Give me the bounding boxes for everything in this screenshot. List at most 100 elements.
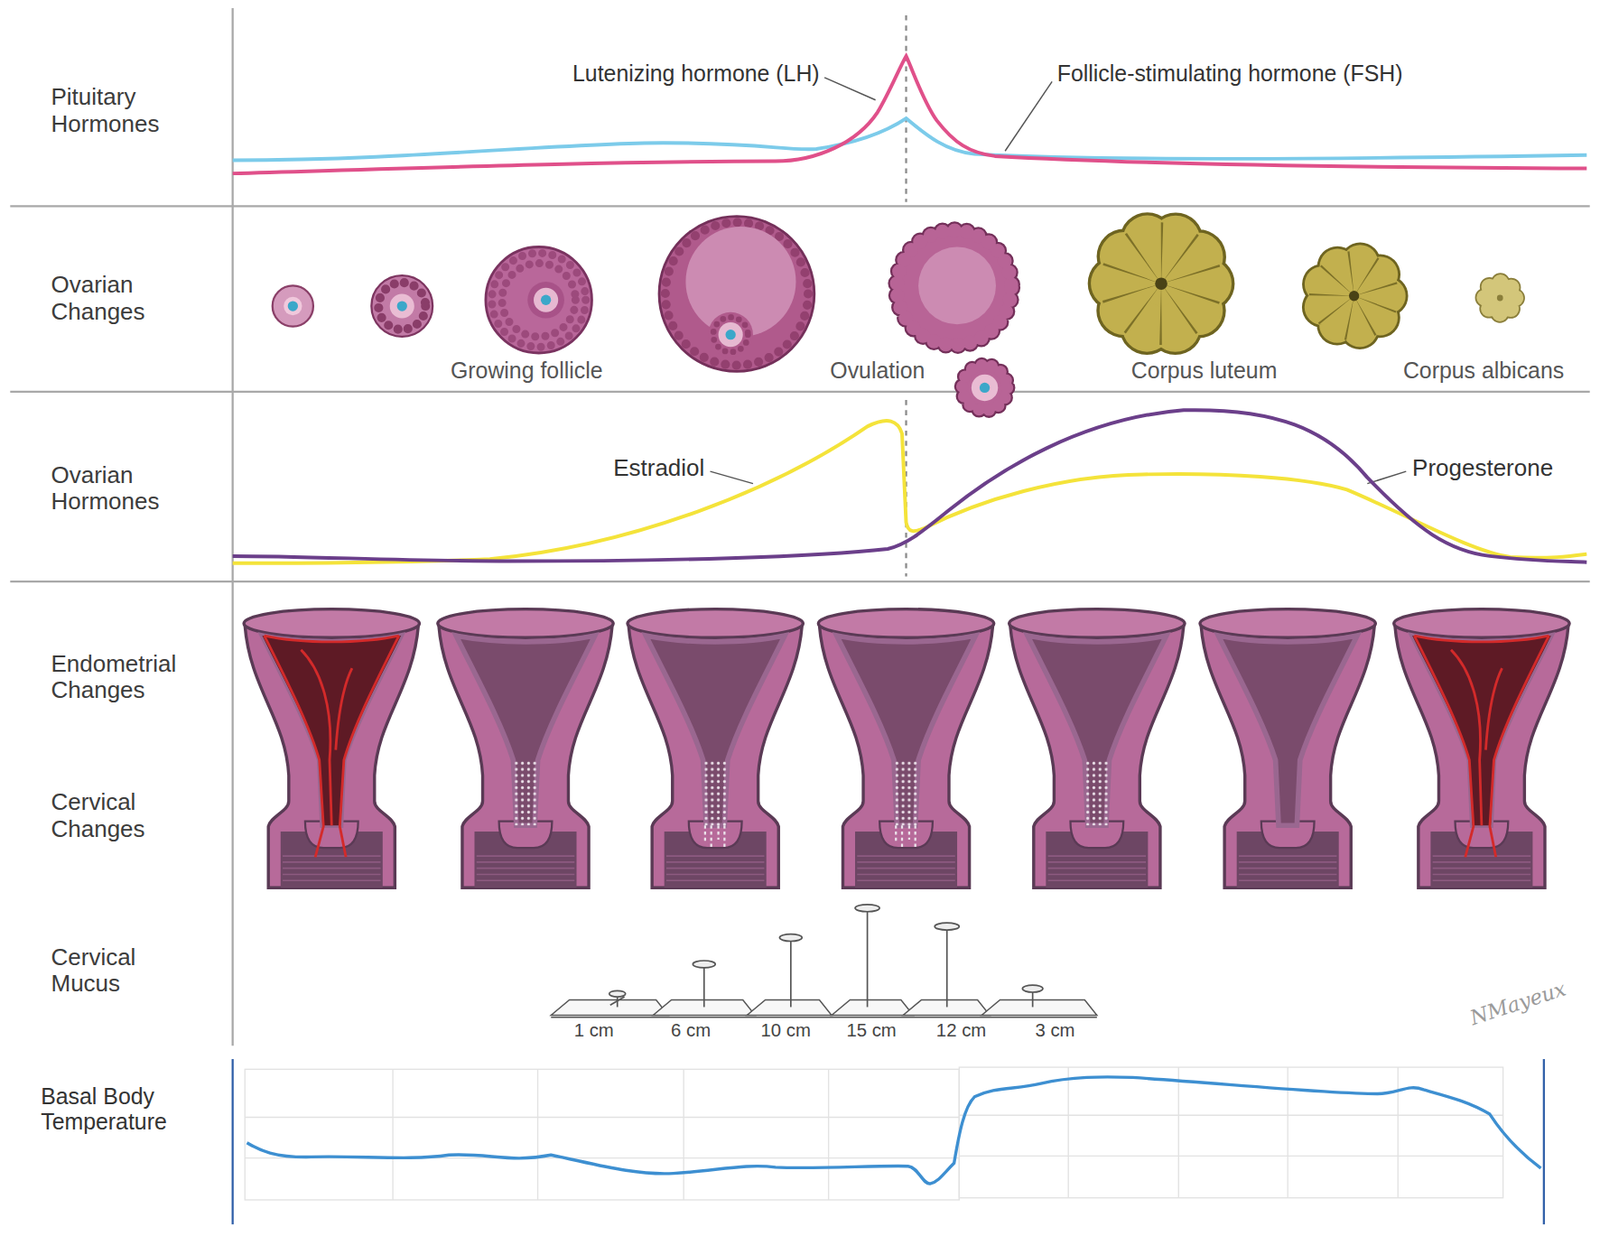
follicle [283, 297, 302, 316]
bbt-grid [537, 1069, 539, 1200]
length-label: 10 cm [760, 1020, 810, 1042]
uterus-section [1394, 609, 1570, 889]
fsh-curve [232, 118, 1588, 160]
mucus-strand [934, 922, 959, 931]
follicle [533, 288, 559, 313]
corpus-luteum [1154, 277, 1168, 290]
mucus-strand [855, 904, 880, 912]
corpus-luteum [1320, 261, 1388, 330]
section-divider [9, 204, 1590, 207]
follicle [502, 263, 576, 337]
leader-line [1004, 81, 1052, 151]
released-oocyte [962, 365, 1008, 411]
row-label: Endometrial Changes [51, 650, 195, 705]
ruptured-follicle [896, 230, 1012, 345]
stage-label: Corpus luteum [1131, 358, 1278, 385]
follicle [371, 275, 433, 337]
corpus-luteum [1115, 237, 1208, 330]
uterus-section [627, 609, 803, 889]
follicle [390, 293, 415, 318]
released-oocyte [962, 365, 1008, 411]
curve-label: Follicle-stimulating hormone (FSH) [1057, 61, 1404, 88]
progesterone-curve [232, 409, 1588, 563]
released-oocyte [962, 365, 1008, 411]
mucus-strand [946, 927, 949, 1007]
follicle [288, 300, 298, 311]
bbt-grid [827, 1069, 829, 1200]
uterus-section [627, 609, 803, 889]
uterus-section [704, 760, 727, 826]
corpus-luteum [1115, 237, 1208, 330]
curve-label: Estradiol [613, 454, 705, 482]
stage-label: Ovulation [829, 358, 925, 385]
row-label: Basal Body Temperature [40, 1083, 184, 1135]
released-oocyte [971, 374, 998, 401]
follicle [659, 216, 815, 373]
row-label: Ovarian Changes [51, 271, 195, 326]
uterus-section [1412, 635, 1552, 857]
bbt-grid [958, 1067, 1503, 1199]
follicle [492, 252, 587, 347]
uterus-section [895, 825, 915, 850]
follicle [397, 300, 408, 311]
corpus-luteum [1331, 273, 1377, 319]
mucus-strand [692, 960, 716, 968]
uterus-section [243, 609, 1570, 889]
uterus-section [894, 760, 918, 826]
corpus-albicans [1484, 282, 1516, 314]
follicle [485, 246, 593, 354]
row-label: Ovarian Hormones [51, 461, 195, 516]
follicle [713, 316, 748, 352]
leader-line [710, 471, 754, 484]
corpus-albicans [1484, 282, 1516, 314]
mucus-strand [866, 909, 869, 1007]
corpus-luteum [1115, 237, 1208, 330]
corpus-luteum [1348, 290, 1359, 301]
row-label: Pituitary Hormones [51, 83, 195, 139]
uterus-section [705, 825, 725, 850]
leader-line [824, 77, 876, 101]
follicle [272, 285, 314, 326]
mucus-slide [550, 999, 669, 1015]
section-divider [9, 390, 1590, 393]
follicle [659, 216, 815, 373]
stage-label: Growing follicle [450, 358, 604, 385]
signature: NMayeux [1466, 976, 1569, 1031]
follicle [665, 222, 809, 365]
uterus-section [1009, 609, 1185, 889]
uterus-section [818, 609, 994, 889]
mucus-strand [610, 996, 625, 1005]
row-label: Cervical Mucus [51, 943, 195, 998]
follicle [371, 275, 433, 337]
mucus-strand [1022, 985, 1043, 993]
bbt-axis [232, 1059, 234, 1225]
section-divider [9, 580, 1590, 583]
bbt-grid [1287, 1067, 1289, 1199]
bbt-grid [1068, 1067, 1070, 1199]
corpus-albicans [1484, 282, 1516, 314]
mucus-slide [981, 999, 1098, 1015]
bbt-axis [1543, 1059, 1545, 1225]
section-divider [232, 8, 234, 1046]
curve-label: Progesterone [1412, 454, 1554, 482]
mucus-strand [790, 939, 792, 1008]
uterus-section [261, 635, 401, 857]
released-oocyte [979, 382, 990, 393]
corpus-luteum [1320, 261, 1388, 330]
follicle [540, 295, 551, 306]
ruptured-follicle [896, 230, 1012, 345]
uterus-section [1009, 609, 1185, 889]
follicle [725, 329, 736, 340]
mucus-slide [746, 999, 832, 1015]
curve-label: Lutenizing hormone (LH) [572, 61, 820, 88]
length-label: 6 cm [670, 1020, 711, 1042]
corpus-luteum [1320, 261, 1388, 330]
bbt-grid [682, 1069, 684, 1200]
mucus-strand [779, 934, 802, 942]
bbt-grid [958, 1115, 1503, 1117]
bbt-axis [232, 1059, 1545, 1225]
row-label: Cervical Changes [51, 789, 195, 844]
ruptured-follicle [896, 230, 1012, 345]
